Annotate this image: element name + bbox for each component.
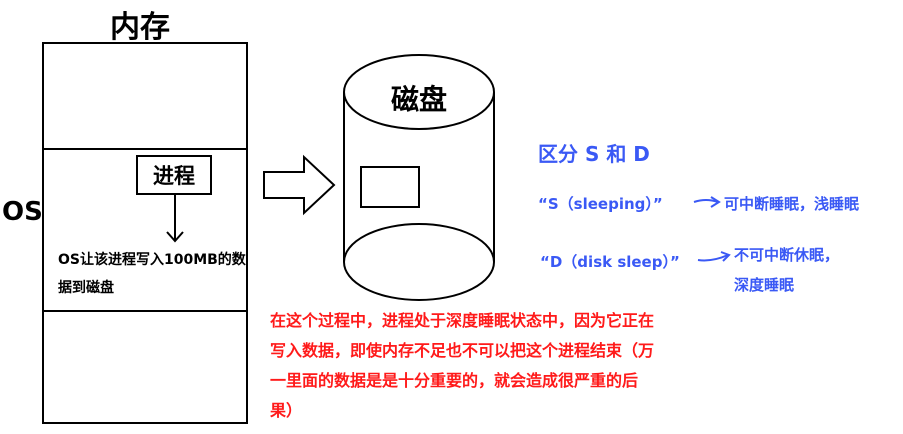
memory-divider-bottom [42, 310, 248, 312]
s-state-description: 可中断睡眠，浅睡眠 [724, 195, 860, 213]
d-state-arrow [697, 251, 731, 262]
process-box: 进程 [136, 155, 212, 195]
states-heading: 区分 S 和 D [538, 142, 650, 166]
write-instruction-note: OS让该进程写入100MB的数据到磁盘 [58, 252, 246, 296]
d-state-description-line2: 深度睡眠 [734, 276, 795, 294]
disk-cylinder [343, 54, 495, 301]
d-state-description-line1: 不可中断休眠， [734, 246, 840, 264]
memory-block [42, 42, 248, 424]
memory-divider-top [42, 148, 248, 150]
explanation-note: 在这个过程中，进程处于深度睡眠状态中，因为它正在写入数据，即使内存不足也不可以把… [270, 311, 655, 420]
memory-title: 内存 [110, 10, 170, 45]
os-label: OS [2, 197, 43, 227]
memory-to-disk-arrow [263, 154, 336, 216]
d-state-label: “D（disk sleep）” [540, 253, 680, 271]
disk-title: 磁盘 [391, 83, 448, 116]
s-state-arrow [693, 196, 721, 208]
s-state-label: “S（sleeping）” [538, 195, 663, 213]
disk-data-block [360, 166, 420, 208]
process-down-arrow-head [166, 231, 184, 243]
